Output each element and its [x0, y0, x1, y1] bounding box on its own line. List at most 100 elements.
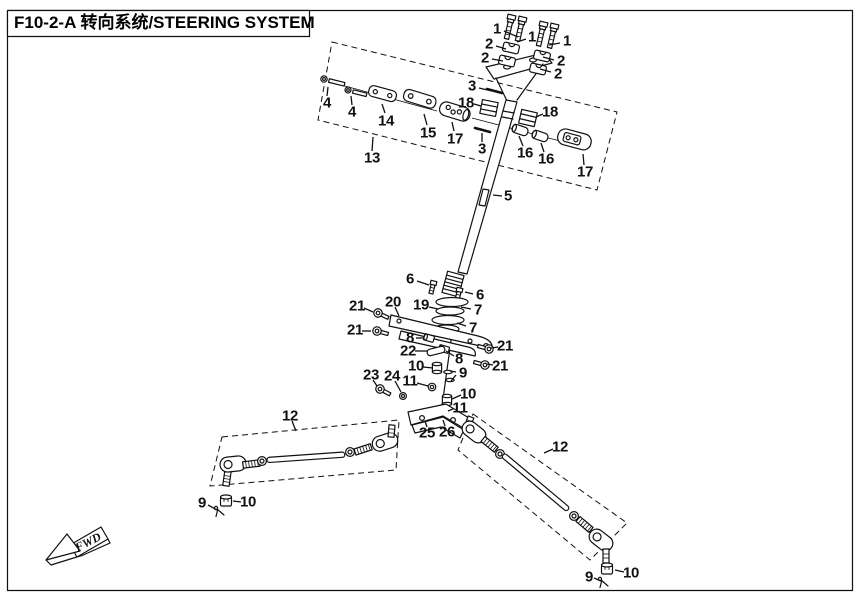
callout-leader-1 — [548, 42, 561, 46]
part-number-20: 20 — [385, 294, 401, 311]
callout-leader-23 — [372, 379, 378, 387]
washer-24 — [398, 391, 408, 401]
callout-leader-15 — [423, 113, 428, 126]
tie-rod-tube — [266, 451, 346, 464]
callout-leader-1 — [516, 38, 527, 43]
threaded-shaft — [575, 515, 594, 533]
callout-leader-19 — [428, 306, 439, 310]
callout-leader-2 — [542, 56, 555, 61]
part-number-16: 16 — [538, 151, 554, 168]
part-number-6: 6 — [476, 287, 484, 304]
part-number-8: 8 — [455, 351, 463, 368]
part-number-4: 4 — [348, 104, 357, 121]
part-number-9: 9 — [585, 569, 593, 586]
roll-pin-3 — [473, 126, 492, 134]
part-number-18: 18 — [542, 104, 558, 121]
callout-leader-10 — [232, 500, 242, 503]
callout-leader-9 — [450, 374, 457, 382]
tie-rod-end — [369, 430, 401, 454]
dashed-box-tie-rod-right-12 — [457, 413, 628, 561]
rubber-block-18 — [518, 108, 538, 128]
part-number-1: 1 — [528, 29, 536, 46]
title-block: F10-2-A 转向系统/STEERING SYSTEM — [6, 9, 315, 38]
part-number-12: 12 — [552, 439, 568, 456]
part-number-10: 10 — [408, 358, 424, 375]
callout-leader-5 — [492, 194, 503, 197]
callout-leader-24 — [394, 380, 402, 393]
callout-leader-20 — [394, 306, 400, 317]
callout-leader-11 — [447, 408, 454, 412]
dashed-box-column-group-13 — [317, 41, 618, 191]
threaded-shaft — [480, 435, 499, 453]
part-number-25: 25 — [419, 425, 435, 442]
clamp-bolt — [533, 20, 549, 48]
part-number-2: 2 — [554, 66, 562, 83]
shaft-slot — [478, 188, 490, 207]
tie-rod-tube — [501, 453, 570, 512]
part-number-10: 10 — [460, 386, 476, 403]
bushing-16 — [510, 122, 530, 138]
cotter-pin-9 — [597, 576, 609, 589]
part-number-18: 18 — [458, 95, 474, 112]
callout-leader-7 — [456, 322, 467, 327]
part-number-19: 19 — [413, 297, 429, 314]
cotter-pin-9 — [213, 505, 225, 518]
mount-bracket-15 — [402, 88, 437, 109]
castle-nut-10 — [219, 494, 233, 507]
part-number-9: 9 — [459, 365, 467, 382]
castle-nut-10 — [600, 562, 614, 575]
part-number-11: 11 — [452, 400, 467, 417]
callout-leader-4 — [350, 95, 353, 106]
callout-leader-12 — [291, 420, 297, 432]
callout-leader-2 — [539, 68, 552, 73]
callout-leader-3 — [478, 87, 493, 92]
support-bracket-20-lower — [398, 330, 476, 357]
bolt-4 — [344, 86, 352, 94]
part-number-8: 8 — [406, 330, 414, 347]
part-number-11: 11 — [402, 373, 417, 390]
callout-leader-25 — [424, 420, 428, 428]
part-number-2: 2 — [485, 36, 493, 53]
callout-leader-18 — [535, 113, 544, 118]
part-number-26: 26 — [439, 424, 455, 441]
page-title: F10-2-A 转向系统/STEERING SYSTEM — [14, 12, 315, 32]
title-box — [6, 9, 311, 38]
bushing-16 — [530, 128, 550, 144]
column-lower-stack — [371, 270, 495, 439]
part-number-15: 15 — [420, 125, 436, 142]
callout-leader-21 — [363, 307, 374, 313]
part-number-14: 14 — [378, 113, 395, 130]
part-number-23: 23 — [363, 367, 379, 384]
part-number-1: 1 — [563, 33, 571, 50]
part-number-7: 7 — [469, 320, 477, 337]
jam-nut — [257, 456, 267, 466]
callout-leader-17 — [451, 121, 455, 132]
callout-leader-9 — [593, 577, 602, 582]
mount-bracket-14 — [367, 85, 398, 103]
callout-leader-17 — [582, 153, 585, 166]
part-number-22: 22 — [400, 343, 416, 360]
callout-leader-21 — [486, 363, 494, 366]
callout-leader-9 — [449, 370, 457, 373]
part-number-1: 1 — [493, 21, 501, 38]
part-number-13: 13 — [364, 150, 380, 167]
bearing-ring-19 — [435, 296, 469, 308]
callout-leader-18 — [473, 103, 482, 107]
part-number-7: 7 — [474, 302, 482, 319]
clamp-bolt — [512, 15, 528, 43]
fwd-arrow-head — [45, 533, 81, 561]
tie-rod-left-assembly — [213, 424, 401, 518]
ball-stud — [387, 424, 396, 438]
callout-leader-21 — [490, 346, 499, 349]
threaded-shaft — [353, 443, 373, 456]
part-number-9: 9 — [198, 495, 206, 512]
tie-rod-right-assembly — [458, 415, 617, 589]
column-mount-parts — [320, 75, 592, 151]
part-number-24: 24 — [384, 368, 401, 385]
callout-leader-10 — [422, 366, 434, 369]
part-number-5: 5 — [504, 188, 512, 205]
callout-leader-10 — [451, 394, 462, 400]
callout-leader-10 — [614, 569, 625, 573]
